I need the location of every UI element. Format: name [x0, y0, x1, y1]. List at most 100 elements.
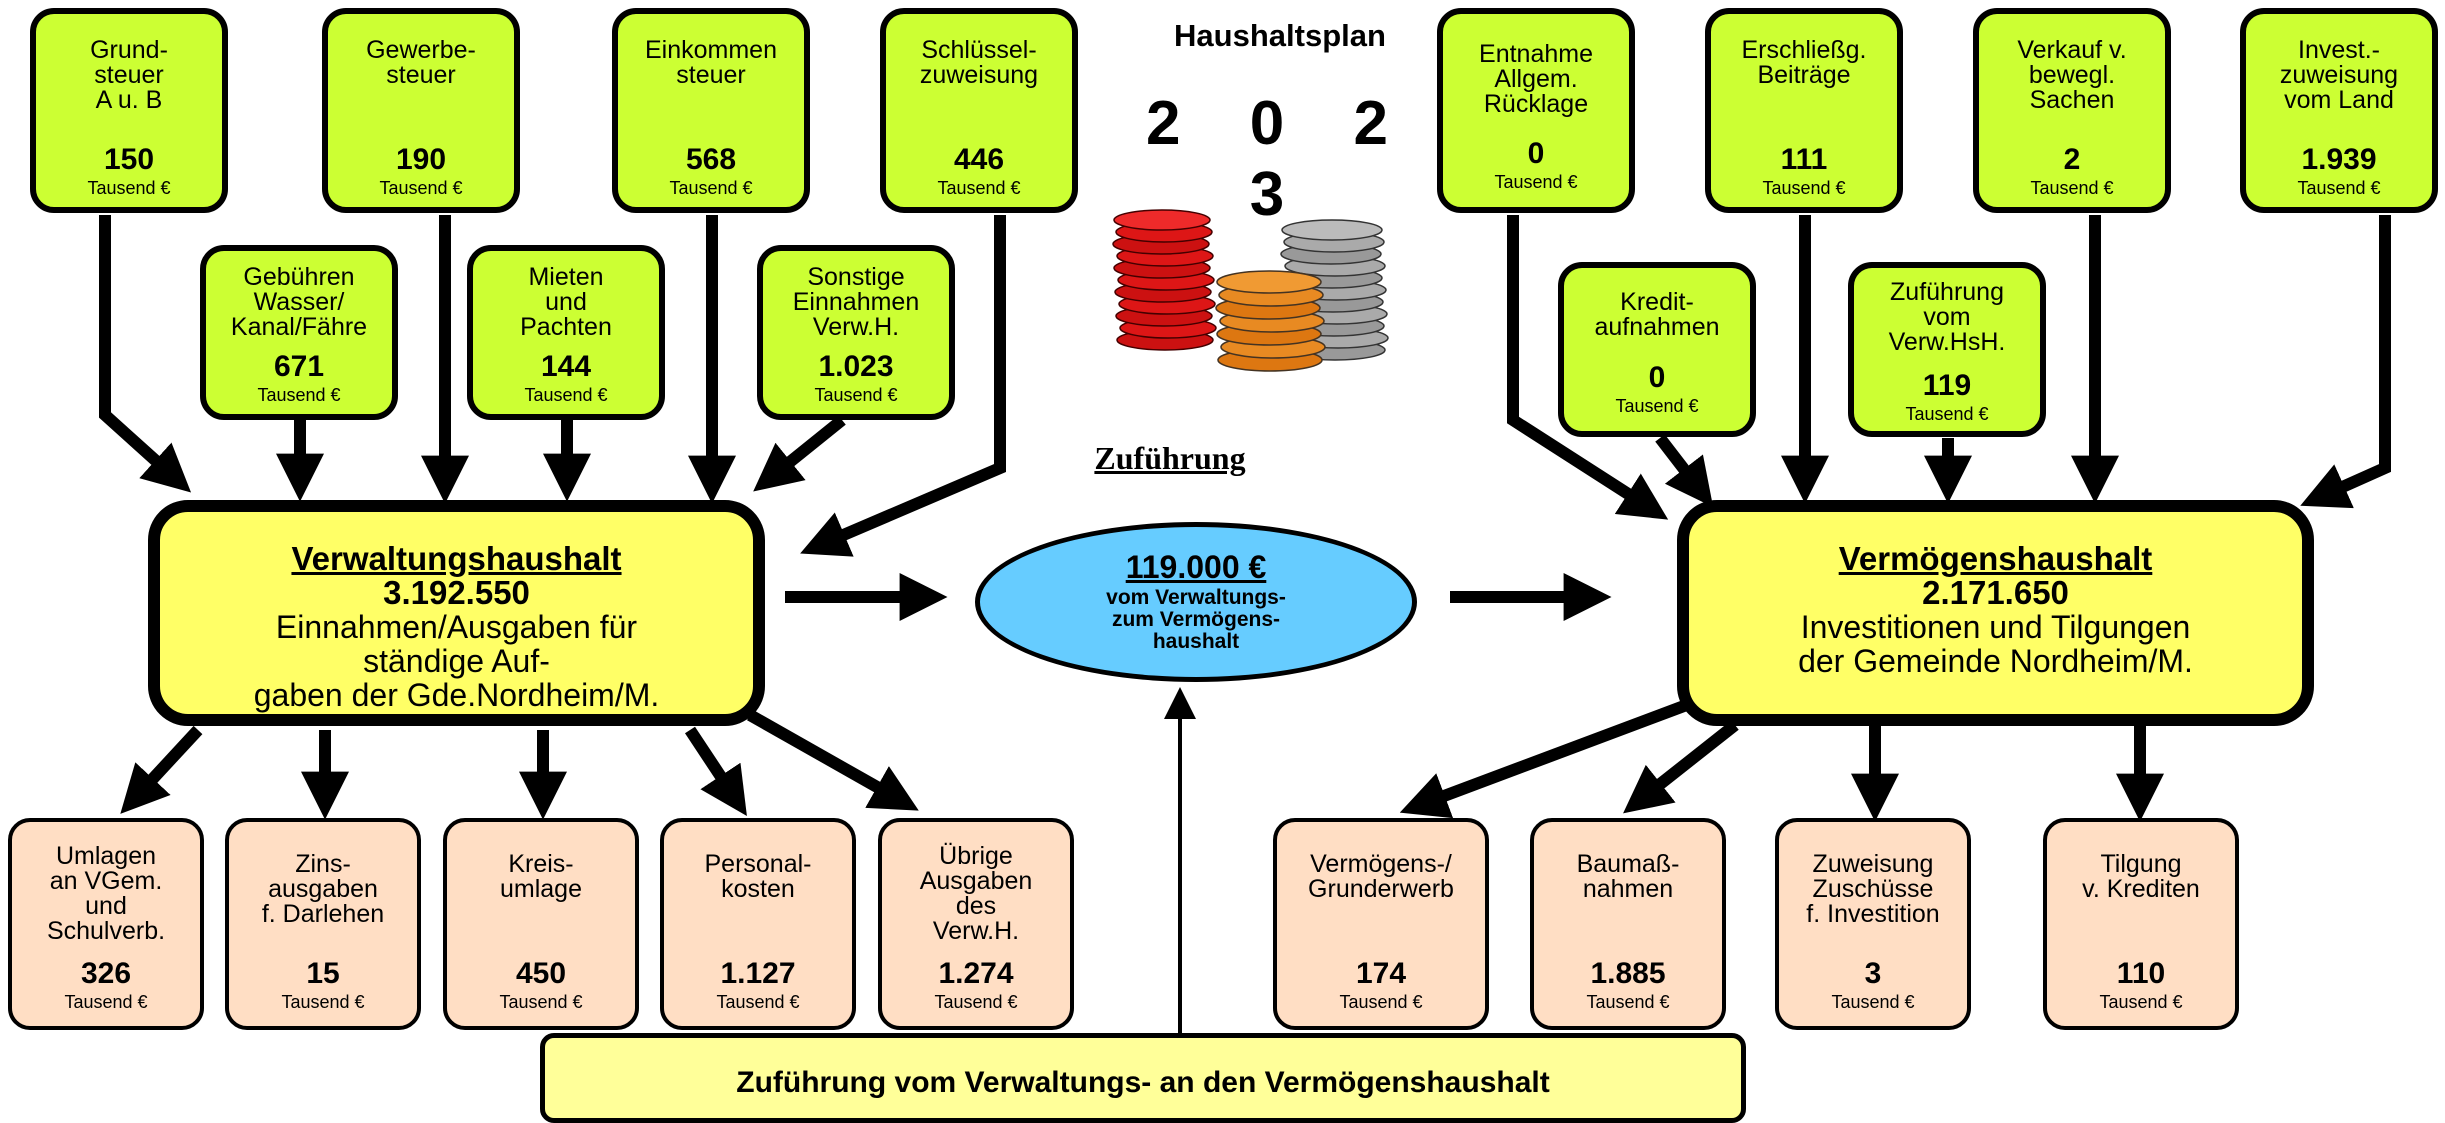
- income-label: Verkauf v. bewegl. Sachen: [2017, 36, 2127, 114]
- expense-unit: Tausend €: [499, 992, 583, 1012]
- verwaltungshaushalt-box: Verwaltungshaushalt 3.192.550 Einnahmen/…: [148, 500, 765, 726]
- verwaltungshaushalt-description: Einnahmen/Ausgaben für ständige Auf- gab…: [253, 609, 660, 713]
- income-label: Grund- steuer A u. B: [90, 36, 168, 114]
- income-box-zufuehrung-vom-verwhsh: Zuführung vom Verw.HsH. 119 Tausend €: [1848, 262, 2046, 437]
- expense-label: Baumaß- nahmen: [1576, 850, 1680, 903]
- income-value: 568: [685, 143, 737, 176]
- expense-label: Kreis- umlage: [500, 850, 582, 903]
- income-unit: Tausend €: [87, 178, 171, 198]
- income-label: Gewerbe- steuer: [366, 36, 476, 89]
- income-unit: Tausend €: [2297, 178, 2381, 198]
- income-box-sonstige-einnahmen: Sonstige Einnahmen Verw.H. 1.023 Tausend…: [757, 245, 955, 420]
- expense-unit: Tausend €: [281, 992, 365, 1012]
- income-box-grundsteuer: Grund- steuer A u. B 150 Tausend €: [30, 8, 228, 213]
- expense-value: 110: [2116, 957, 2166, 990]
- expense-box-personalkosten: Personal- kosten 1.127 Tausend €: [660, 818, 856, 1030]
- income-unit: Tausend €: [814, 385, 898, 405]
- income-value: 671: [273, 350, 325, 383]
- expense-label: Übrige Ausgaben des Verw.H.: [919, 842, 1033, 945]
- expense-value: 1.127: [720, 957, 796, 990]
- income-value: 111: [1780, 143, 1828, 176]
- footer-text: Zuführung vom Verwaltungs- an den Vermög…: [736, 1066, 1550, 1099]
- expense-unit: Tausend €: [716, 992, 800, 1012]
- expense-value: 1.274: [938, 957, 1014, 990]
- income-unit: Tausend €: [1905, 404, 1989, 424]
- expense-unit: Tausend €: [934, 992, 1018, 1012]
- expense-unit: Tausend €: [2099, 992, 2183, 1012]
- zufuehrung-text: vom Verwaltungs- zum Vermögens- haushalt: [1106, 586, 1286, 653]
- orange-coin-stack: [1215, 270, 1326, 372]
- expense-unit: Tausend €: [1339, 992, 1423, 1012]
- expense-box-grunderwerb: Vermögens-/ Grunderwerb 174 Tausend €: [1273, 818, 1489, 1030]
- expense-value: 15: [306, 957, 340, 990]
- income-label: Sonstige Einnahmen Verw.H.: [792, 263, 920, 341]
- income-unit: Tausend €: [1494, 172, 1578, 192]
- income-box-verkauf-sachen: Verkauf v. bewegl. Sachen 2 Tausend €: [1973, 8, 2171, 213]
- arrow-kredit: [1655, 434, 1714, 508]
- expense-value: 326: [80, 957, 132, 990]
- arrow-out-grunderwerb: [1399, 694, 1703, 819]
- expense-box-uebrige-ausgaben: Übrige Ausgaben des Verw.H. 1.274 Tausen…: [878, 818, 1074, 1030]
- income-value: 2: [2063, 143, 2081, 176]
- expense-unit: Tausend €: [1831, 992, 1915, 1012]
- verwaltungshaushalt-title: Verwaltungshaushalt: [291, 540, 622, 577]
- income-value: 446: [953, 143, 1005, 176]
- vermoegenshaushalt-title: Vermögenshaushalt: [1838, 540, 2153, 577]
- income-box-gebuehren: Gebühren Wasser/ Kanal/Fähre 671 Tausend…: [200, 245, 398, 420]
- expense-label: Zins- ausgaben f. Darlehen: [261, 850, 385, 928]
- income-value: 119: [1922, 369, 1972, 402]
- income-unit: Tausend €: [524, 385, 608, 405]
- expense-value: 3: [1864, 957, 1882, 990]
- income-unit: Tausend €: [1762, 178, 1846, 198]
- expense-box-umlagen: Umlagen an VGem. und Schulverb. 326 Taus…: [8, 818, 204, 1030]
- income-unit: Tausend €: [1615, 396, 1699, 416]
- income-label: Zuführung vom Verw.HsH.: [1888, 278, 2006, 356]
- income-box-entnahme-ruecklage: Entnahme Allgem. Rücklage 0 Tausend €: [1437, 8, 1635, 213]
- arrow-out-umlagen: [120, 725, 203, 814]
- vermoegenshaushalt-box: Vermögenshaushalt 2.171.650 Investitione…: [1677, 500, 2314, 726]
- income-box-kreditaufnahmen: Kredit- aufnahmen 0 Tausend €: [1558, 262, 1756, 437]
- verwaltungshaushalt-amount: 3.192.550: [383, 574, 530, 611]
- income-label: Erschließg. Beiträge: [1741, 36, 1867, 89]
- income-box-investzuweisung: Invest.- zuweisung vom Land 1.939 Tausen…: [2240, 8, 2438, 213]
- expense-label: Vermögens-/ Grunderwerb: [1308, 850, 1454, 903]
- arrow-out-uebrige: [747, 709, 919, 811]
- income-box-schluesselzuweisung: Schlüssel- zuweisung 446 Tausend €: [880, 8, 1078, 213]
- income-value: 1.939: [2301, 143, 2377, 176]
- expense-value: 1.885: [1590, 957, 1666, 990]
- vermoegenshaushalt-amount: 2.171.650: [1922, 574, 2069, 611]
- income-unit: Tausend €: [2030, 178, 2114, 198]
- income-value: 144: [540, 350, 592, 383]
- expense-value: 174: [1355, 957, 1407, 990]
- income-box-mieten-pachten: Mieten und Pachten 144 Tausend €: [467, 245, 665, 420]
- footer-banner: Zuführung vom Verwaltungs- an den Vermög…: [540, 1033, 1746, 1123]
- income-unit: Tausend €: [379, 178, 463, 198]
- zufuehrung-amount: 119.000 €: [1125, 549, 1267, 585]
- expense-label: Zuweisung Zuschüsse f. Investition: [1806, 850, 1940, 928]
- expense-box-zinsausgaben: Zins- ausgaben f. Darlehen 15 Tausend €: [225, 818, 421, 1030]
- expense-box-kreisumlage: Kreis- umlage 450 Tausend €: [443, 818, 639, 1030]
- expense-label: Tilgung v. Krediten: [2082, 850, 2200, 903]
- income-unit: Tausend €: [669, 178, 753, 198]
- expense-label: Umlagen an VGem. und Schulverb.: [46, 842, 166, 945]
- income-label: Einkommen steuer: [645, 36, 777, 89]
- coin-stacks-icon: [1112, 209, 1389, 372]
- income-unit: Tausend €: [257, 385, 341, 405]
- income-value: 150: [103, 143, 155, 176]
- income-label: Entnahme Allgem. Rücklage: [1479, 40, 1593, 118]
- zufuehrung-ellipse: 119.000 € vom Verwaltungs- zum Vermögens…: [975, 522, 1417, 682]
- expense-unit: Tausend €: [64, 992, 148, 1012]
- red-coin-stack: [1112, 209, 1217, 351]
- income-label: Gebühren Wasser/ Kanal/Fähre: [230, 263, 368, 341]
- income-label: Mieten und Pachten: [520, 263, 612, 341]
- income-value: 0: [1648, 361, 1666, 394]
- expense-box-tilgung-krediten: Tilgung v. Krediten 110 Tausend €: [2043, 818, 2239, 1030]
- plan-title: Haushaltsplan: [1174, 18, 1386, 53]
- expense-value: 450: [515, 957, 567, 990]
- arrow-schluesselzuweisung: [800, 215, 1006, 557]
- expense-box-baumassnahmen: Baumaß- nahmen 1.885 Tausend €: [1530, 818, 1726, 1030]
- arrow-sonstige: [753, 415, 846, 492]
- arrow-out-baumassnahmen: [1623, 720, 1739, 814]
- expense-label: Personal- kosten: [704, 850, 812, 903]
